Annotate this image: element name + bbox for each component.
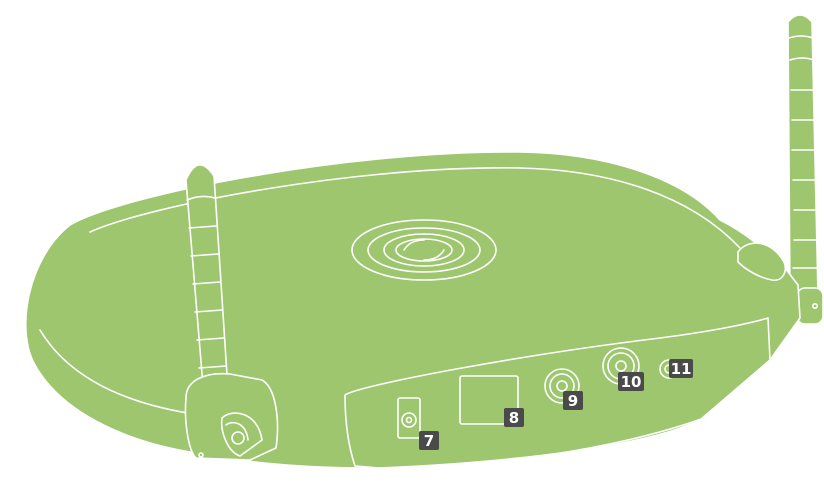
dc-power-jack (398, 398, 420, 438)
callout-9: 9 (563, 391, 583, 410)
callout-11: 11 (669, 359, 693, 378)
callout-10: 10 (618, 372, 644, 391)
callout-10-label: 10 (621, 373, 642, 391)
callout-7-label: 7 (424, 432, 434, 450)
callout-11-label: 11 (671, 360, 692, 378)
callout-9-label: 9 (568, 392, 578, 410)
callout-8-label: 8 (509, 409, 519, 427)
callout-8: 8 (504, 408, 524, 427)
callout-7: 7 (419, 431, 439, 450)
